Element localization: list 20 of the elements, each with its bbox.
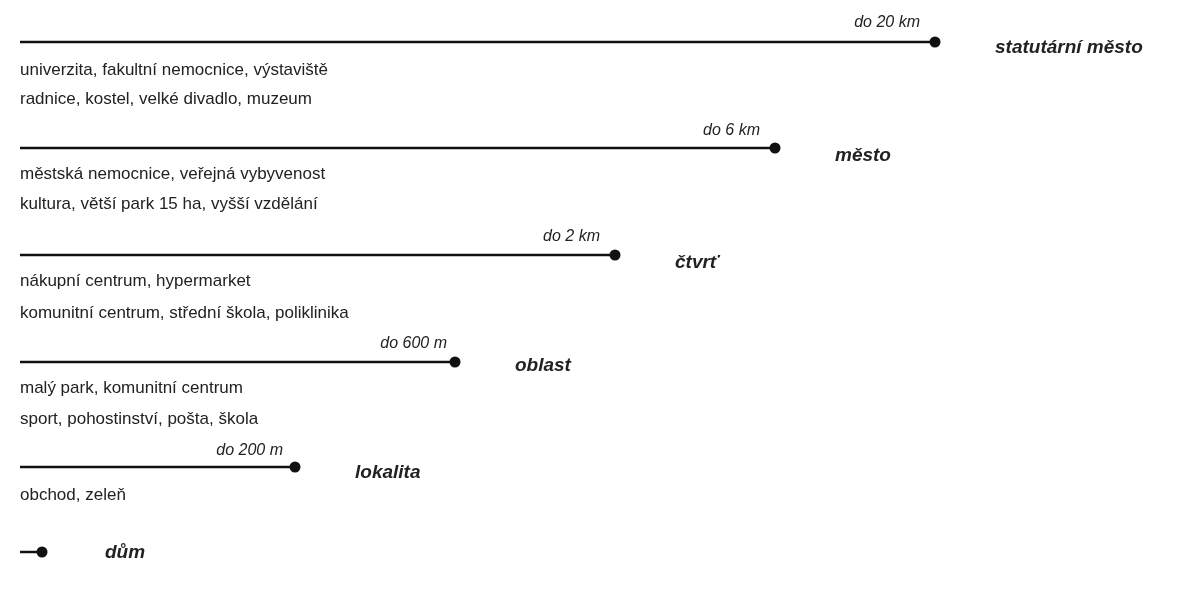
level-name: lokalita (355, 462, 421, 482)
level-name: čtvrť (675, 252, 719, 272)
level-name: dům (105, 542, 146, 562)
amenity-list: nákupní centrum, hypermarket (20, 271, 251, 291)
amenity-list: obchod, zeleň (20, 485, 126, 505)
level-name: statutární město (995, 37, 1143, 57)
amenity-list: kultura, větší park 15 ha, vyšší vzdělání (20, 194, 318, 214)
distance-label: do 2 km (543, 226, 600, 246)
distance-label: do 200 m (216, 440, 283, 460)
distance-label: do 20 km (854, 12, 920, 32)
amenity-list: malý park, komunitní centrum (20, 378, 243, 398)
amenity-list: městská nemocnice, veřejná vybyvenost (20, 164, 326, 184)
amenity-list: univerzita, fakultní nemocnice, výstaviště (20, 60, 329, 80)
amenity-list: radnice, kostel, velké divadlo, muzeum (20, 89, 312, 109)
distance-label: do 6 km (703, 120, 760, 140)
level-name: město (835, 145, 891, 165)
level-name: oblast (515, 355, 571, 375)
distance-label: do 600 m (380, 333, 447, 353)
amenity-list: sport, pohostinství, pošta, škola (20, 409, 259, 429)
amenity-list: komunitní centrum, střední škola, poliklinika (20, 303, 349, 323)
